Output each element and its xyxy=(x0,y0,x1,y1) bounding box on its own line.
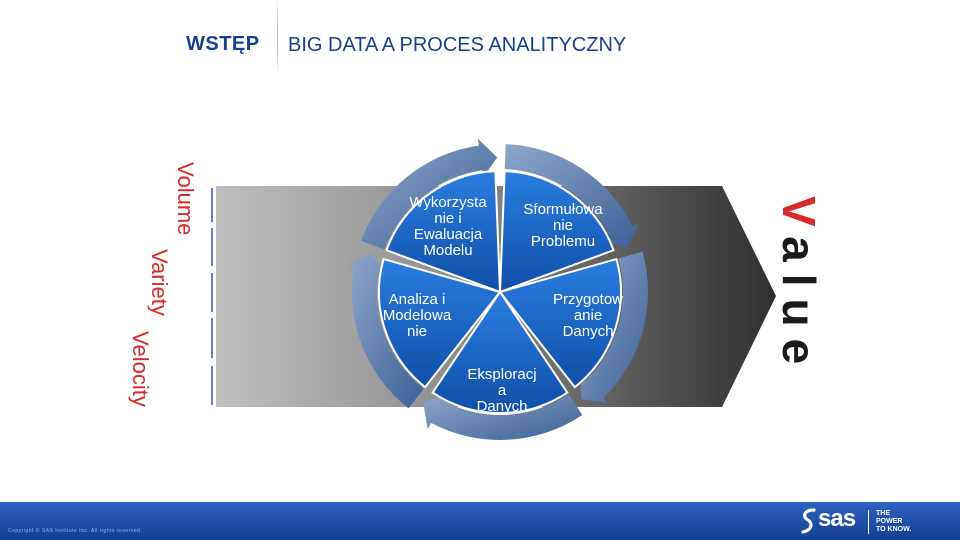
segment-label-problem-line-3: Problemu xyxy=(531,233,595,250)
header-divider xyxy=(277,0,278,72)
segment-label-deployment-line-2: nie i xyxy=(434,210,462,227)
tagline: THE POWER TO KNOW. xyxy=(876,510,911,534)
segment-label-modeling-line-3: nie xyxy=(407,323,427,340)
segment-label-deployment-line-4: Modelu xyxy=(423,242,472,259)
cycle-segment-deployment xyxy=(385,170,502,294)
segment-label-problem-line-1: Sformułowa xyxy=(523,201,603,218)
value-word: Value xyxy=(772,196,826,376)
tagline-line-3: TO KNOW. xyxy=(876,526,912,533)
segment-label-modeling-line-1: Analiza i xyxy=(389,291,446,308)
sas-swoosh-icon xyxy=(801,508,816,534)
segment-label-modeling-line-2: Modelowa xyxy=(383,307,452,324)
tagline-line-2: POWER xyxy=(876,518,903,525)
segment-label-deployment-line-1: Wykorzysta xyxy=(409,194,487,211)
value-letters-rest: alue xyxy=(773,236,825,377)
cycle-segment-data-prep xyxy=(498,257,622,389)
cycle-arrow-modeling xyxy=(347,253,424,409)
section-label: WSTĘP xyxy=(186,33,260,55)
copyright-text: Copyright © SAS Institute Inc. All right… xyxy=(8,528,143,534)
cycle-arrow-deployment xyxy=(361,138,498,250)
cycle-segment-exploration xyxy=(431,290,569,414)
segment-label-exploration-line-1: Eksploracj xyxy=(467,366,536,383)
logo-divider xyxy=(868,510,869,534)
footer-bar: Copyright © SAS Institute Inc. All right… xyxy=(0,502,960,540)
segment-label-data-prep-line-2: anie xyxy=(574,307,602,324)
cycle-arrow-exploration xyxy=(423,394,583,440)
page-title: BIG DATA A PROCES ANALITYCZNY xyxy=(288,34,627,56)
segment-label-exploration-line-2: a xyxy=(498,382,507,399)
segment-label-exploration-line-3: Danych xyxy=(477,398,528,415)
segment-label-data-prep-line-1: Przygotow xyxy=(553,291,623,308)
segment-label-data-prep-line-3: Danych xyxy=(563,323,614,340)
segment-label-deployment-line-3: Ewaluacja xyxy=(414,226,483,243)
tagline-line-1: THE xyxy=(876,510,890,517)
cycle-arrow-problem xyxy=(504,144,640,248)
cycle-arrow-data-prep xyxy=(580,251,649,404)
value-letter-v: V xyxy=(773,196,825,237)
segment-label-problem-line-2: nie xyxy=(553,217,573,234)
sas-logo-text: sas xyxy=(818,505,856,532)
cycle-segment-problem xyxy=(498,170,615,294)
cycle-segment-modeling xyxy=(378,257,502,389)
